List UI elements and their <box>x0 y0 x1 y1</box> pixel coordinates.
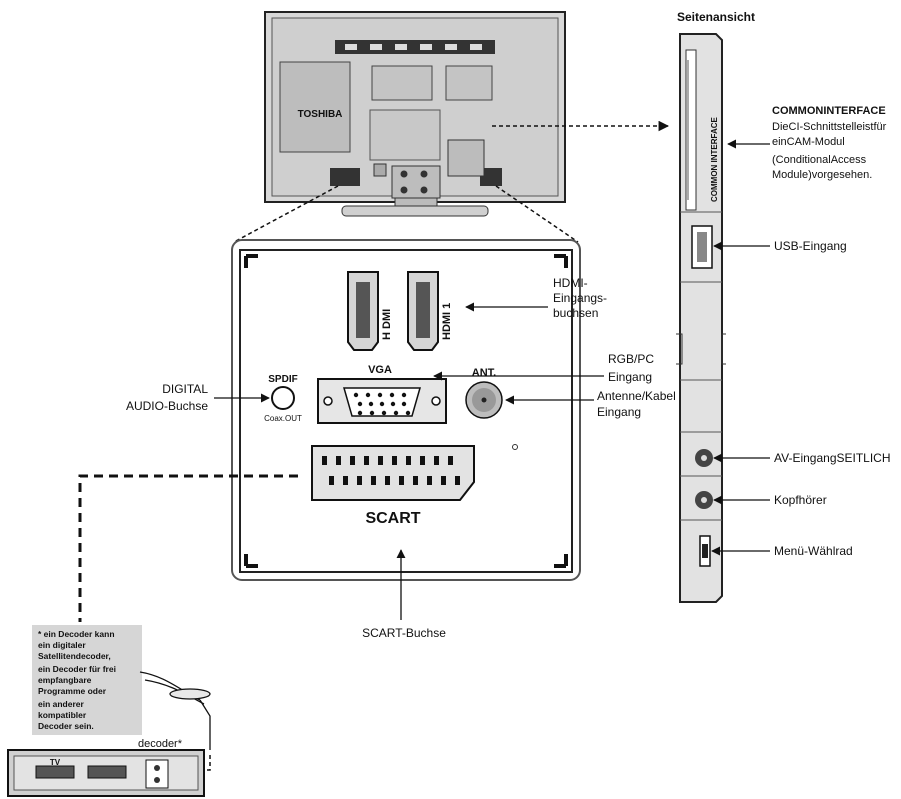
svg-text:buchsen: buchsen <box>553 306 598 320</box>
spdif-port <box>271 386 295 410</box>
common-interface-slot-label: COMMON INTERFACE <box>710 116 719 202</box>
svg-text:AV-EingangSEITLICH: AV-EingangSEITLICH <box>774 451 891 465</box>
svg-text:Menü-Wählrad: Menü-Wählrad <box>774 544 853 558</box>
usb-port <box>691 225 713 269</box>
svg-text:COMMONINTERFACE: COMMONINTERFACE <box>772 105 886 117</box>
ant-label: ANT. <box>472 367 496 379</box>
svg-text:Module)vorgesehen.: Module)vorgesehen. <box>772 169 872 181</box>
svg-text:Eingangs-: Eingangs- <box>553 291 607 305</box>
decoder-label: decoder* <box>138 738 183 750</box>
av-callout: AV-EingangSEITLICH <box>713 451 891 465</box>
hdmi-2-label: H DMI <box>381 309 393 340</box>
svg-text:ein anderer: ein anderer <box>38 699 85 709</box>
svg-text:HDMI-: HDMI- <box>553 276 588 290</box>
scart-label: SCART <box>365 510 420 527</box>
satellite-cable <box>139 671 211 750</box>
svg-text:DIGITAL: DIGITAL <box>162 382 208 396</box>
hdmi-callout: HDMI- Eingangs- buchsen <box>465 276 607 320</box>
spdif-label: SPDIF <box>268 374 297 385</box>
svg-text:USB-Eingang: USB-Eingang <box>774 239 847 253</box>
vga-label: VGA <box>368 364 392 376</box>
headphone-port <box>695 491 713 509</box>
tv-brand-logo: TOSHIBA <box>298 109 343 120</box>
svg-text:RGB/PC: RGB/PC <box>608 352 654 366</box>
svg-text:Decoder sein.: Decoder sein. <box>38 721 94 731</box>
decoder-tv-label: TV <box>50 758 61 767</box>
side-view-title: Seitenansicht <box>677 10 755 24</box>
svg-text:ein Decoder für frei: ein Decoder für frei <box>38 664 116 674</box>
menu-dial-callout: Menü-Wählrad <box>711 544 853 558</box>
scart-callout: SCART-Buchse <box>362 549 446 640</box>
menu-dial <box>699 535 711 567</box>
scart-port <box>311 445 475 501</box>
svg-text:empfangbare: empfangbare <box>38 675 92 685</box>
svg-text:AUDIO-Buchse: AUDIO-Buchse <box>126 399 208 413</box>
scart-cable <box>78 474 298 622</box>
hdmi-2-port: H DMI <box>347 271 393 351</box>
digital-audio-callout: DIGITAL AUDIO-Buchse <box>126 382 270 413</box>
svg-text:DieCI-Schnittstelleistfür: DieCI-Schnittstelleistfür <box>772 121 887 133</box>
svg-text:Satellitendecoder,: Satellitendecoder, <box>38 651 111 661</box>
decoder-note-box: * ein Decoder kann ein digitaler Satelli… <box>32 625 142 735</box>
svg-text:(ConditionalAccess: (ConditionalAccess <box>772 154 867 166</box>
hdmi-1-label: HDMI 1 <box>441 303 453 340</box>
av-side-port <box>695 449 713 467</box>
antenna-callout: Antenne/Kabel Eingang <box>505 389 676 419</box>
svg-text:Kopfhörer: Kopfhörer <box>774 493 827 507</box>
svg-text:einCAM-Modul: einCAM-Modul <box>772 136 845 148</box>
tv-rear-view: TOSHIBA <box>264 11 566 217</box>
tv-side-view: COMMON INTERFACE <box>676 33 726 603</box>
svg-text:* ein Decoder kann: * ein Decoder kann <box>38 629 115 639</box>
headphones-callout: Kopfhörer <box>713 493 827 507</box>
svg-text:Programme oder: Programme oder <box>38 686 107 696</box>
ci-callout: COMMONINTERFACE DieCI-Schnittstelleistfü… <box>727 105 887 181</box>
coax-out-label: Coax.OUT <box>264 414 302 423</box>
svg-text:Eingang: Eingang <box>608 370 652 384</box>
svg-text:Antenne/Kabel: Antenne/Kabel <box>597 389 676 403</box>
vga-port <box>317 378 447 424</box>
svg-text:Eingang: Eingang <box>597 405 641 419</box>
svg-text:kompatibler: kompatibler <box>38 710 87 720</box>
svg-text:SCART-Buchse: SCART-Buchse <box>362 626 446 640</box>
connector-panel: H DMI HDMI 1 VGA SPDIF Coax.OUT ANT. <box>231 239 581 581</box>
antenna-port <box>465 381 503 419</box>
usb-callout: USB-Eingang <box>713 239 847 253</box>
hdmi-1-port: HDMI 1 <box>407 271 453 351</box>
rgb-callout: RGB/PC Eingang <box>433 352 654 384</box>
tv-vents <box>330 40 502 186</box>
decoder-box: TV <box>7 749 205 797</box>
svg-text:ein digitaler: ein digitaler <box>38 640 86 650</box>
